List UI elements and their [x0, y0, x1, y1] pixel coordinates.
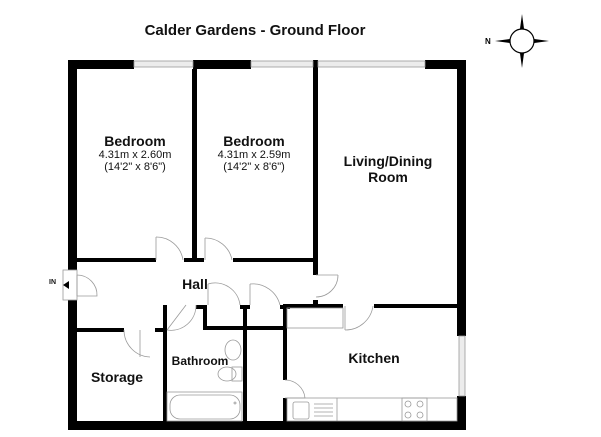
arrow-right-icon: [63, 281, 69, 289]
room-label-bedroom-1: Bedroom 4.31m x 2.60m (14'2" x 8'6"): [98, 133, 172, 173]
kitchen-fixtures: [286, 397, 458, 422]
compass-rose-icon: N: [485, 14, 549, 68]
room-label-hall: Hall: [182, 276, 208, 292]
room-label-kitchen: Kitchen: [348, 350, 400, 366]
doors: [62, 236, 374, 399]
walls: [68, 60, 466, 430]
entrance-label: IN: [49, 279, 56, 286]
compass-north-label: N: [485, 37, 491, 46]
room-label-storage: Storage: [90, 369, 144, 385]
floor-plan-title: Calder Gardens - Ground Floor: [144, 22, 366, 39]
room-label-bedroom-2: Bedroom 4.31m x 2.59m (14'2" x 8'6"): [217, 133, 291, 173]
bathroom-fixtures: [166, 339, 243, 422]
room-label-living-dining: Living/Dining Room: [343, 153, 433, 185]
room-label-bathroom: Bathroom: [171, 354, 229, 368]
windows: [133, 60, 466, 397]
